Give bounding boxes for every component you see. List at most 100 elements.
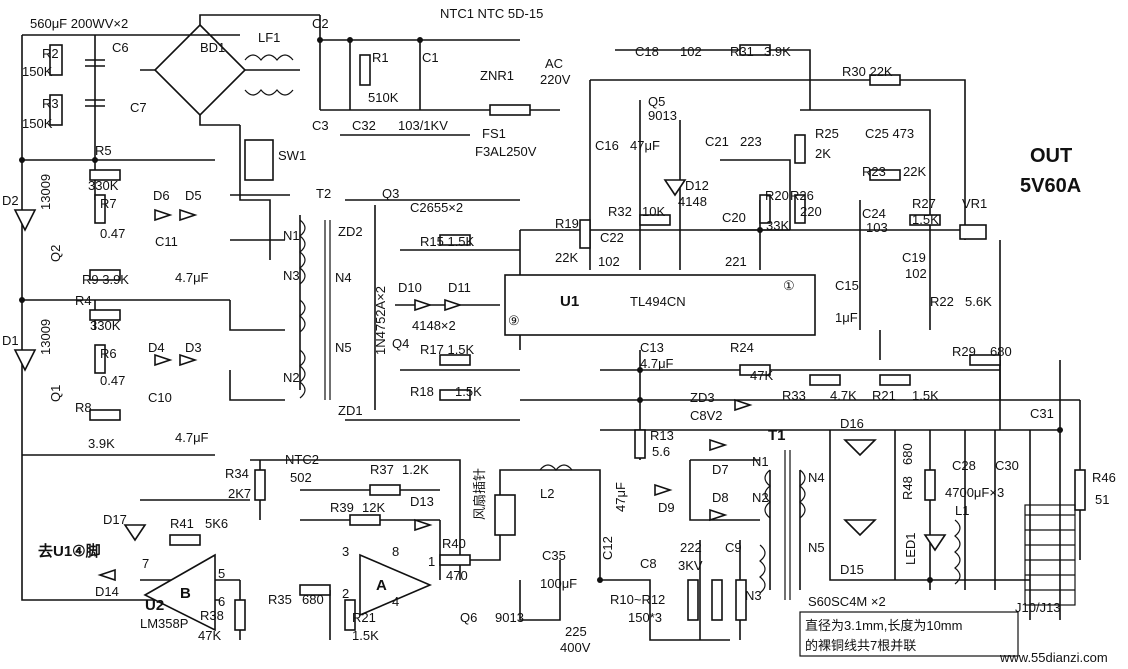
label-zd3-value: C8V2 — [690, 408, 723, 423]
label-t1-n5: N5 — [808, 540, 825, 555]
label-r29: R29 — [952, 344, 976, 359]
label-zd-value: 1N4752A×2 — [373, 286, 388, 355]
label-r37: R37 — [370, 462, 394, 477]
label-d10: D10 — [398, 280, 422, 295]
label-t1: T1 — [768, 427, 786, 444]
label-c25: C25 473 — [865, 126, 914, 141]
label-c20: C20 — [722, 210, 746, 225]
note-line-1: 直径为3.1mm,长度为10mm — [805, 618, 962, 633]
label-q5-value: 9013 — [648, 108, 677, 123]
label-r32-value: 10K — [642, 204, 665, 219]
label-n4: N4 — [335, 270, 352, 285]
label-r23-value: 22K — [903, 164, 926, 179]
label-pin-7: 7 — [142, 556, 149, 571]
label-r25-value: 2K — [815, 146, 831, 161]
label-r21-upper-value: 1.5K — [912, 388, 939, 403]
label-r13: R13 — [650, 428, 674, 443]
label-r37-value: 1.2K — [402, 462, 429, 477]
label-d12: D12 — [685, 178, 709, 193]
label-r8-value: 3.9K — [88, 436, 115, 451]
label-ac: AC — [545, 56, 563, 71]
label-d7: D7 — [712, 462, 729, 477]
label-r19: R19 — [555, 216, 579, 231]
label-r1-value: 510K — [368, 90, 399, 105]
junctions — [19, 37, 1063, 583]
label-vr1: VR1 — [962, 196, 987, 211]
header-caps: 560μF 200WV×2 — [30, 16, 128, 31]
label-t1-n2: N2 — [752, 490, 769, 505]
label-r10-r12: R10~R12 — [610, 592, 665, 607]
label-q2: Q2 — [48, 245, 63, 262]
label-r4-value: 330K — [90, 318, 121, 333]
label-r31-value: 3.9K — [764, 44, 791, 59]
label-u2: U2 — [145, 597, 164, 614]
label-r10-r12-value: 150*3 — [628, 610, 662, 625]
label-c22-value: 102 — [598, 254, 620, 269]
label-pin1: ① — [783, 278, 795, 293]
label-r5: R5 — [95, 143, 112, 158]
label-d11: D11 — [448, 280, 471, 295]
label-pin-2: 2 — [342, 586, 349, 601]
label-r3-value: 150K — [22, 116, 53, 131]
label-r21-lower-value: 1.5K — [352, 628, 379, 643]
label-d16: D16 — [840, 416, 864, 431]
label-r26: R26 — [790, 188, 814, 203]
label-ntc2: NTC2 — [285, 452, 319, 467]
label-r2-value: 150K — [22, 64, 53, 79]
label-c8-voltage: 400V — [560, 640, 591, 655]
output-label: OUT — [1030, 145, 1072, 167]
label-d6: D6 — [153, 188, 170, 203]
label-c9: C9 — [725, 540, 742, 555]
label-r18-value: 1.5K — [455, 384, 482, 399]
label-c8-value: 225 — [565, 624, 587, 639]
label-t1-n3: N3 — [745, 588, 762, 603]
label-d4: D4 — [148, 340, 165, 355]
label-l2: L2 — [540, 486, 554, 501]
label-d13: D13 — [410, 494, 434, 509]
label-r38: R38 — [200, 608, 224, 623]
amp-b — [143, 553, 216, 632]
label-c15-value: 1μF — [835, 310, 858, 325]
label-r48-value: 680 — [900, 443, 915, 465]
output-rating: 5V60A — [1020, 175, 1081, 197]
label-r41: R41 — [170, 516, 194, 531]
label-d2: D2 — [2, 193, 19, 208]
label-r3: R3 — [42, 96, 59, 111]
label-r34: R34 — [225, 466, 249, 481]
label-to-u1-pin4: 去U1④脚 — [38, 542, 101, 560]
label-r4: R4 — [75, 293, 92, 308]
label-r39: R39 — [330, 500, 354, 515]
label-r8: R8 — [75, 400, 92, 415]
label-c18-value: 102 — [680, 44, 702, 59]
label-ac-voltage: 220V — [540, 72, 571, 87]
label-c21-value: 223 — [740, 134, 762, 149]
label-d9: D9 — [658, 500, 675, 515]
label-c19-value: 102 — [905, 266, 927, 281]
label-q6-value: 9013 — [495, 610, 524, 625]
label-c21: C21 — [705, 134, 729, 149]
label-output-caps: 4700μF×3 — [945, 485, 1004, 500]
label-c10-value: 4.7μF — [175, 430, 209, 445]
label-c15: C15 — [835, 278, 859, 293]
label-d17: D17 — [103, 512, 127, 527]
label-d1011-value: 4148×2 — [412, 318, 456, 333]
label-c31: C31 — [1030, 406, 1054, 421]
label-r18: R18 — [410, 384, 434, 399]
label-r48: R48 — [900, 476, 915, 500]
label-r41-value: 5K6 — [205, 516, 228, 531]
label-q3: Q3 — [382, 186, 399, 201]
label-pin-5: 5 — [218, 566, 225, 581]
label-r39-value: 12K — [362, 500, 385, 515]
label-r6: R6 — [100, 346, 117, 361]
label-lf1: LF1 — [258, 30, 280, 45]
label-r22: R22 — [930, 294, 954, 309]
label-zd3: ZD3 — [690, 390, 715, 405]
label-q2-value: 13009 — [38, 174, 53, 210]
label-r27-value: 1.5K — [912, 212, 939, 227]
label-c11-value: 4.7μF — [175, 270, 209, 285]
label-n2: N2 — [283, 370, 300, 385]
label-r40: R40 — [442, 536, 466, 551]
label-c16: C16 — [595, 138, 619, 153]
label-sw1: SW1 — [278, 148, 306, 163]
